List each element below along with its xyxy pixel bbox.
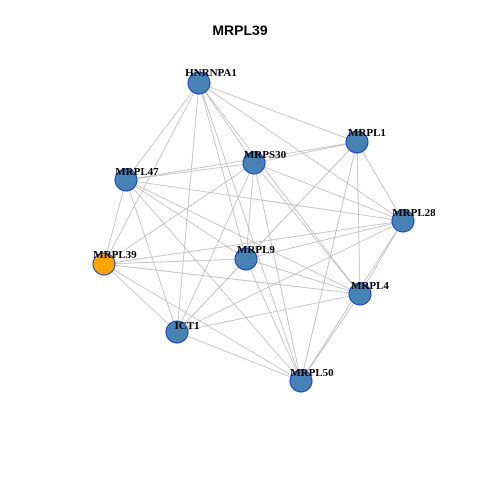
edge-hnrnpa1-mrpl50 [198, 82, 302, 382]
edge-hnrnpa1-mrpl4 [198, 82, 361, 295]
node-label-mrpl50: MRPL50 [290, 367, 334, 379]
node-mrpl47 [114, 168, 138, 192]
node-mrpl1 [345, 130, 369, 154]
edge-mrps30-ict1 [176, 162, 255, 333]
edge-hnrnpa1-mrpl9 [198, 82, 247, 260]
edge-mrpl1-mrpl28 [356, 141, 404, 222]
edge-mrpl28-ict1 [176, 220, 404, 333]
edges-layer [103, 82, 404, 382]
edge-hnrnpa1-mrpl47 [125, 82, 200, 181]
edge-mrpl28-mrpl4 [359, 220, 404, 295]
edge-hnrnpa1-mrpl39 [103, 82, 200, 265]
node-label-ict1: ICT1 [174, 320, 199, 332]
edge-mrpl47-mrpl28 [125, 179, 404, 222]
edge-mrpl47-mrpl39 [103, 179, 127, 265]
node-mrpl4 [348, 282, 372, 306]
node-label-mrpl28: MRPL28 [392, 207, 436, 219]
edge-hnrnpa1-mrps30 [198, 82, 255, 164]
edge-mrpl28-mrpl9 [245, 220, 404, 260]
edge-mrpl4-mrpl50 [300, 293, 361, 382]
edge-mrpl39-mrpl9 [103, 258, 247, 265]
edge-mrpl1-mrpl47 [125, 141, 358, 181]
edge-ict1-mrpl50 [176, 331, 302, 382]
node-label-mrpl47: MRPL47 [115, 166, 159, 178]
node-label-mrpl4: MRPL4 [351, 280, 389, 292]
edge-mrpl47-mrpl9 [125, 179, 247, 260]
diagram-title: MRPL39 [212, 22, 268, 38]
node-hnrnpa1 [187, 71, 211, 95]
edge-mrps30-mrpl28 [253, 162, 404, 222]
node-mrpl28 [391, 209, 415, 233]
edge-mrpl39-mrpl50 [103, 263, 302, 382]
edge-hnrnpa1-mrpl1 [198, 82, 358, 143]
edge-mrpl4-ict1 [176, 293, 361, 333]
node-ict1 [165, 320, 189, 344]
edge-mrps30-mrpl4 [253, 162, 361, 295]
edge-mrpl47-mrpl4 [125, 179, 361, 295]
node-mrpl9 [234, 247, 258, 271]
edge-mrpl1-mrpl50 [300, 141, 358, 382]
edge-mrpl1-mrps30 [253, 141, 358, 164]
node-label-mrpl1: MRPL1 [348, 127, 386, 139]
edge-mrpl47-mrpl50 [125, 179, 302, 382]
node-mrps30 [242, 151, 266, 175]
node-mrpl39 [92, 252, 116, 276]
edge-mrpl39-ict1 [103, 263, 178, 333]
edge-mrpl39-mrpl4 [103, 263, 361, 295]
edge-mrpl1-mrpl4 [356, 141, 361, 295]
node-label-mrps30: MRPS30 [244, 149, 287, 161]
edge-mrpl9-ict1 [176, 258, 247, 333]
edge-mrps30-mrpl50 [253, 162, 302, 382]
edge-mrpl47-ict1 [125, 179, 178, 333]
edge-hnrnpa1-mrpl28 [198, 82, 404, 222]
node-label-mrpl39: MRPL39 [93, 249, 137, 261]
node-mrpl50 [289, 369, 313, 393]
edge-mrpl9-mrpl50 [245, 258, 302, 382]
nodes-layer [92, 71, 415, 393]
edge-mrps30-mrpl47 [125, 162, 255, 181]
edge-mrpl9-mrpl4 [245, 258, 361, 295]
node-label-mrpl9: MRPL9 [237, 244, 275, 256]
node-label-hnrnpa1: HNRNPA1 [185, 67, 237, 79]
edge-mrpl28-mrpl39 [103, 220, 404, 265]
edge-mrps30-mrpl39 [103, 162, 255, 265]
